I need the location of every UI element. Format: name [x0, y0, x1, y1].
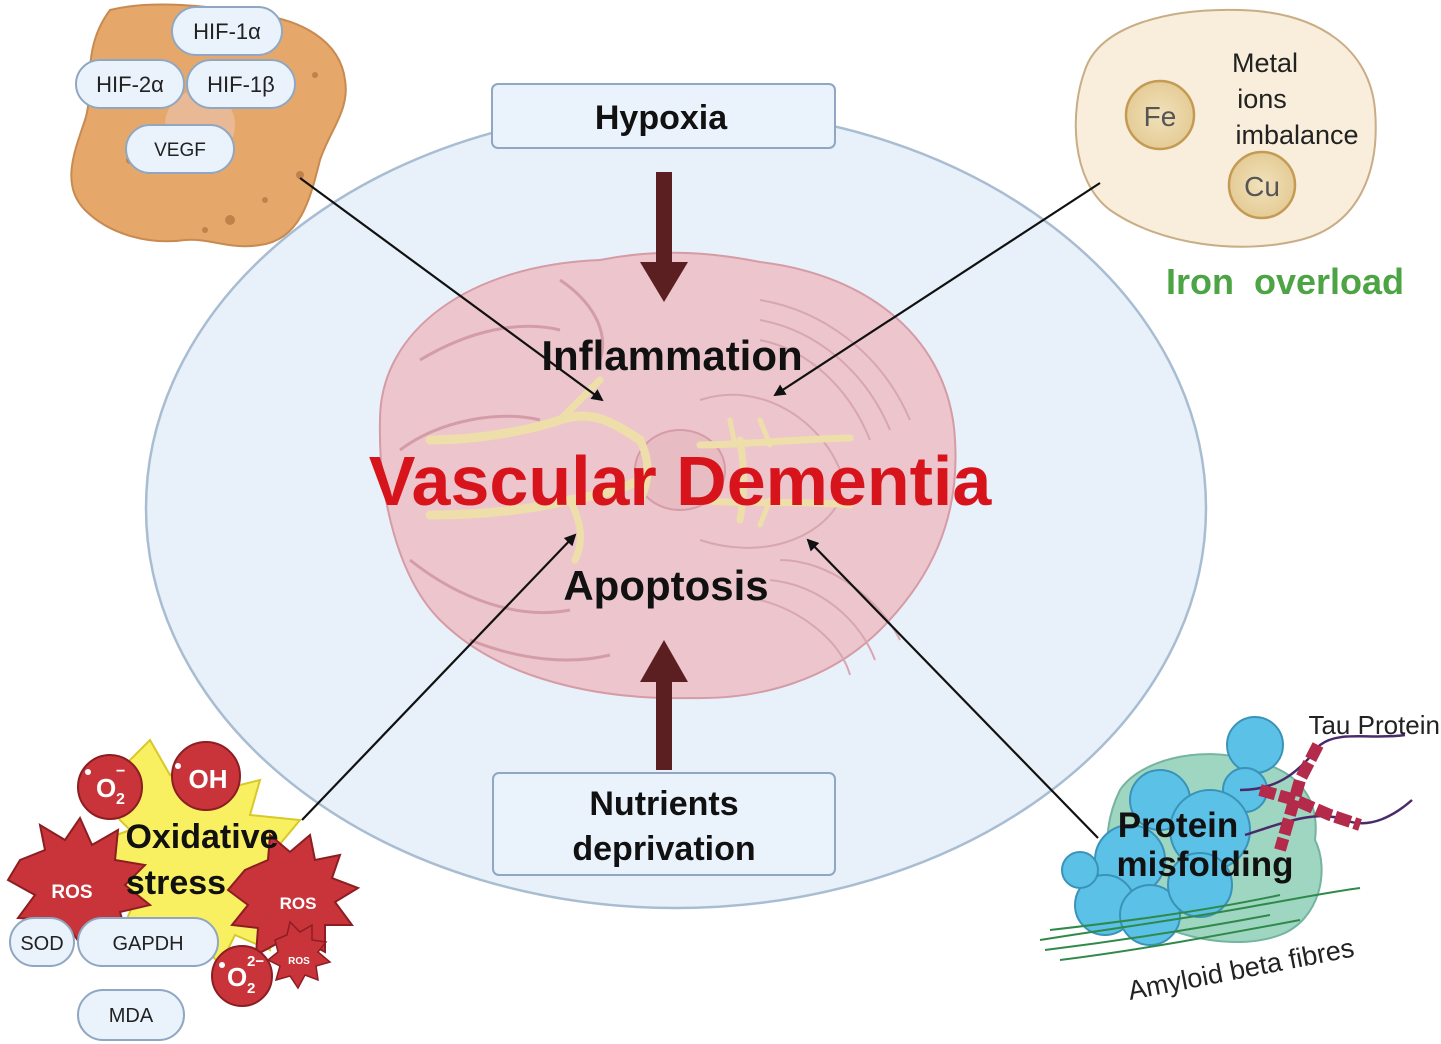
fe-ion: [1124, 79, 1196, 151]
metal-to-center-arrow: [773, 182, 1101, 397]
hif-1a-pill: HIF-1α: [171, 6, 283, 56]
radical-dot: [175, 763, 181, 769]
vegf-pill: VEGF: [125, 124, 235, 174]
superoxide-radical: [77, 754, 143, 820]
cu-ion: [1227, 150, 1297, 220]
protein-to-center-arrow: [806, 538, 1099, 839]
tau-protein-strand: [1239, 733, 1413, 852]
amyloid-fibres: [1039, 887, 1361, 961]
cu-label: Cu: [1244, 171, 1280, 202]
sod-label: SOD: [20, 933, 63, 955]
o2-sub: 2: [116, 791, 125, 808]
peroxide-radical: [211, 945, 273, 1007]
nutrients-arrow: [640, 640, 688, 770]
hif-to-center-arrow: [299, 177, 604, 402]
iron-overload-label: Iron overload: [1166, 261, 1404, 302]
hif-1a-label: HIF-1α: [193, 19, 261, 44]
metal-ions-cell: Fe Cu Metal ions imbalance: [1074, 8, 1377, 248]
o2-label: O: [96, 773, 116, 803]
hif-2a-label: HIF-2α: [96, 72, 164, 97]
oxidative-line1: Oxidative: [125, 818, 278, 856]
protein-line1: Protein: [1118, 806, 1239, 845]
radical-dot: [85, 769, 91, 775]
brain-illustration: [378, 251, 957, 700]
metal-line2: ions: [1237, 84, 1287, 114]
o2b-sup: 2−: [247, 953, 264, 970]
apoptosis-label: Apoptosis: [563, 562, 768, 609]
fe-label: Fe: [1144, 101, 1177, 132]
nutrients-line2: deprivation: [572, 830, 755, 868]
o2-sup: −: [116, 763, 125, 780]
oh-label: OH: [189, 764, 228, 794]
oxidative-stress-cluster: [6, 738, 361, 1007]
mda-label: MDA: [109, 1005, 154, 1027]
hif-1b-label: HIF-1β: [207, 72, 275, 97]
ros-label-3: ROS: [288, 956, 310, 967]
metal-line3: imbalance: [1235, 120, 1358, 150]
inflammation-label: Inflammation: [541, 332, 802, 379]
mda-pill: MDA: [77, 989, 185, 1041]
hypoxia-label: Hypoxia: [595, 99, 728, 137]
ros-label-2: ROS: [280, 894, 317, 913]
gapdh-label: GAPDH: [112, 933, 183, 955]
brain-vessels: [425, 376, 854, 564]
tau-protein-label: Tau Protein: [1308, 710, 1440, 740]
radical-dot: [219, 962, 225, 968]
oxidative-to-center-arrow: [301, 533, 577, 821]
hypoxia-box: Hypoxia: [491, 83, 836, 149]
gapdh-pill: GAPDH: [77, 917, 219, 967]
o2b-sub: 2: [247, 980, 255, 997]
vegf-label: VEGF: [154, 140, 206, 161]
oxidative-line2: stress: [126, 864, 226, 902]
ros-label-1: ROS: [51, 882, 92, 903]
protein-cluster: [1061, 716, 1323, 946]
protein-line2: misfolding: [1117, 845, 1294, 884]
nutrients-line1: Nutrients: [589, 785, 738, 823]
hif-1b-pill: HIF-1β: [186, 59, 296, 109]
o2b-label: O: [227, 962, 247, 992]
hypoxia-arrow: [640, 172, 688, 302]
sod-pill: SOD: [9, 917, 75, 967]
hydroxyl-radical: [171, 741, 241, 811]
hif-2a-pill: HIF-2α: [75, 59, 185, 109]
nutrients-box: Nutrients deprivation: [492, 772, 836, 876]
metal-line1: Metal: [1232, 48, 1298, 78]
vascular-dementia-title: Vascular Dementia: [369, 442, 993, 520]
